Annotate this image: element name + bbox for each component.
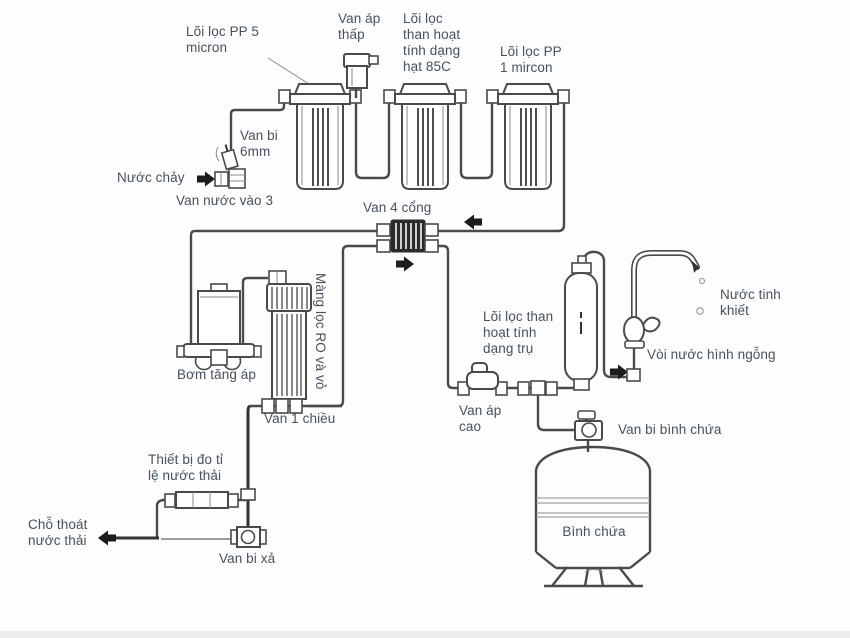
- label-booster-pump: Bơm tăng áp: [177, 367, 256, 382]
- flow-arrows: [98, 171, 628, 546]
- high-pressure-switch: [457, 362, 508, 396]
- label-inline-carbon: Lõi lọc than hoạt tính dạng trụ: [483, 309, 554, 356]
- label-faucet: Vòi nước hình ngỗng: [647, 347, 776, 362]
- inlet-flow-arrow-icon: [197, 171, 215, 187]
- label-check-valve: Van 1 chiều: [264, 411, 336, 426]
- inline-carbon-filter: [564, 255, 598, 391]
- ro-membrane-housing: [266, 270, 312, 400]
- label-drain-valve: Van bi xả: [219, 551, 276, 566]
- label-pure-water: Nước tinh khiết: [720, 287, 781, 318]
- gooseneck-faucet: [623, 250, 700, 382]
- filter-2-housing-gac: [383, 83, 467, 190]
- label-flow-restrictor: Thiết bị đo tỉ lệ nước thải: [148, 452, 223, 483]
- four-port-valve: [376, 219, 439, 253]
- label-high-pressure-valve: Van áp cao: [459, 403, 502, 434]
- filter-3-housing-pp1: [486, 83, 570, 190]
- water-drop-icons: [696, 278, 705, 315]
- label-low-pressure-valve: Van áp thấp: [338, 11, 381, 42]
- drain-ball-valve: [230, 526, 267, 548]
- booster-pump: [176, 283, 262, 371]
- bottom-border-strip: [0, 631, 850, 638]
- inlet-valve-assembly: [214, 144, 246, 189]
- valve-loop-flow-arrow-icon: [396, 256, 414, 272]
- label-tank: Bình chứa: [562, 524, 626, 539]
- flow-restrictor: [164, 488, 256, 509]
- label-inlet-valve: Van nước vào 3: [176, 193, 274, 208]
- filter-1-housing-pp5: [278, 83, 362, 190]
- label-water-in: Nước chảy: [117, 170, 185, 185]
- mainline-flow-arrow-icon: [464, 214, 482, 230]
- low-pressure-valve: [343, 53, 379, 98]
- label-filter-pp1: Lõi lọc PP 1 mircon: [500, 44, 562, 75]
- label-filter-gac: Lõi lọc than hoạt tính dạng hạt 85C: [403, 11, 461, 74]
- tank-ball-valve: [574, 410, 603, 441]
- label-waste-outlet: Chỗ thoát nước thải: [28, 517, 88, 548]
- label-four-port-valve: Van 4 cổng: [363, 200, 432, 215]
- leader-line: [267, 57, 310, 85]
- label-tank-valve: Van bi bình chứa: [618, 422, 722, 437]
- check-valve-fittings: [261, 398, 303, 414]
- drain-flow-arrow-icon: [98, 530, 116, 546]
- label-ball-valve-6mm: Van bi 6mm: [240, 128, 278, 159]
- label-filter-pp5: Lõi lọc PP 5 micron: [186, 24, 259, 55]
- storage-tank: [534, 445, 652, 588]
- tank-tee-fittings: [517, 380, 558, 396]
- label-ro-membrane: Màng lọc RO và vỏ: [312, 273, 328, 390]
